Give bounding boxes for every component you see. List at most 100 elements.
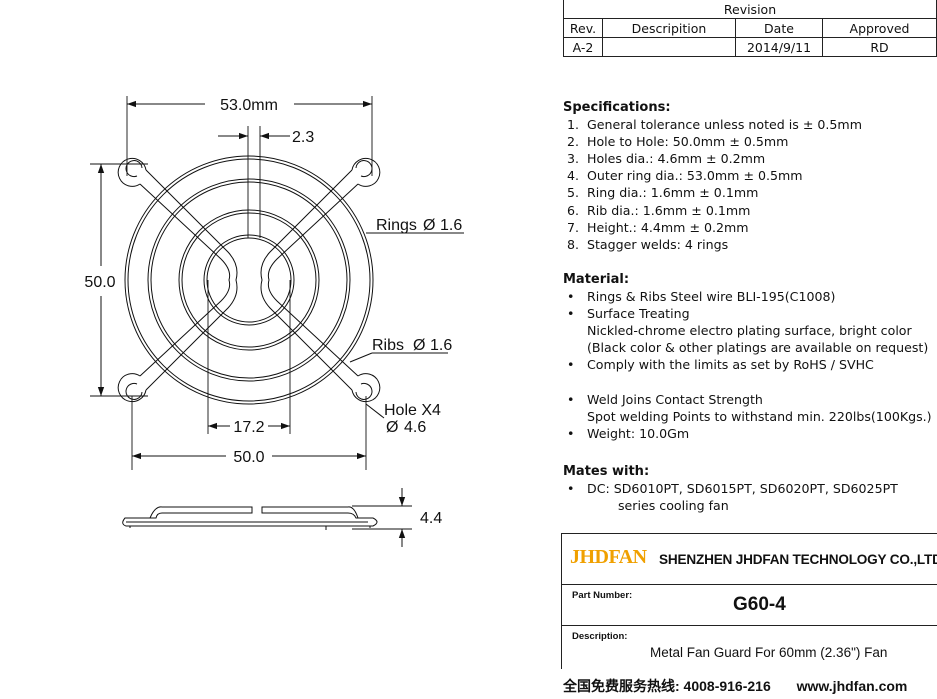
- guard-rings: [124, 155, 374, 405]
- spec-number: 3.: [567, 151, 580, 167]
- specifications-list: 1. General tolerance unless noted is ± 0.…: [563, 116, 862, 253]
- dim-center-gap: 17.2: [233, 419, 264, 436]
- spec-text: Ring dia.: 1.6mm ± 0.1mm: [587, 185, 759, 201]
- dim-hole-to-hole: 50.0: [233, 449, 264, 466]
- spec-text: Holes dia.: 4.6mm ± 0.2mm: [587, 151, 766, 167]
- bullet: •: [567, 357, 575, 373]
- material-item: • Rings & Ribs Steel wire BLI-195(C1008): [563, 288, 932, 305]
- approved-header: Approved: [822, 18, 937, 38]
- material-subtext: Spot welding Points to withstand min. 22…: [587, 408, 932, 424]
- mates-subtext: series cooling fan: [618, 498, 729, 514]
- title-block: JHDFAN SHENZHEN JHDFAN TECHNOLOGY CO.,LT…: [561, 533, 937, 669]
- dim-hole-symbol: Ø: [386, 419, 398, 436]
- mates-text: DC: SD6010PT, SD6015PT, SD6020PT, SD6025…: [587, 481, 898, 497]
- dim-ribs-label: Ribs: [372, 337, 404, 354]
- spec-number: 6.: [567, 202, 580, 218]
- footer: 全国免费服务热线: 4008-916-216 www.jhdfan.com: [563, 676, 907, 696]
- dim-rib-gap: 2.3: [292, 129, 314, 146]
- spec-item: 1. General tolerance unless noted is ± 0.…: [563, 116, 862, 133]
- company-row: JHDFAN SHENZHEN JHDFAN TECHNOLOGY CO.,LT…: [562, 534, 937, 585]
- description-value: [602, 37, 736, 57]
- dim-hole-dia: 4.6: [404, 419, 426, 436]
- dim-rings-dia: 1.6: [440, 217, 462, 234]
- dim-overall-width: 53.0mm: [220, 97, 278, 114]
- dim-rings-symbol: Ø: [423, 217, 435, 234]
- specifications-heading: Specifications:: [563, 100, 671, 115]
- spec-item: 6. Rib dia.: 1.6mm ± 0.1mm: [563, 202, 862, 219]
- spec-number: 2.: [567, 134, 580, 150]
- approved-value: RD: [822, 37, 937, 57]
- bullet: •: [567, 306, 575, 322]
- description-value: Metal Fan Guard For 60mm (2.36") Fan: [650, 645, 888, 660]
- spec-number: 4.: [567, 168, 580, 184]
- rev-header: Rev.: [563, 18, 603, 38]
- part-number-row: Part Number: G60-4: [562, 584, 937, 626]
- material-item: • Comply with the limits as set by RoHS /…: [563, 356, 932, 373]
- spec-text: Stagger welds: 4 rings: [587, 236, 729, 252]
- mates-heading: Mates with:: [563, 464, 650, 479]
- spec-item: 3. Holes dia.: 4.6mm ± 0.2mm: [563, 150, 862, 167]
- material-text: Weld Joins Contact Strength: [587, 391, 763, 407]
- material-list: •Rings & Ribs Steel wire BLI-195(C1008) …: [563, 288, 932, 442]
- guard-ribs: [139, 169, 359, 391]
- spec-item: 7. Height.: 4.4mm ± 0.2mm: [563, 219, 862, 236]
- spec-item: 5. Ring dia.: 1.6mm ± 0.1mm: [563, 184, 862, 201]
- part-number-label: Part Number:: [572, 590, 633, 601]
- spec-item: 2. Hole to Hole: 50.0mm ± 0.5mm: [563, 133, 862, 150]
- revision-title: Revision: [563, 0, 937, 19]
- spec-text: General tolerance unless noted is ± 0.5m…: [587, 117, 862, 133]
- material-subtext: (Black color & other platings are availa…: [587, 340, 929, 356]
- date-value: 2014/9/11: [735, 37, 823, 57]
- website-link[interactable]: www.jhdfan.com: [796, 678, 908, 694]
- company-name: SHENZHEN JHDFAN TECHNOLOGY CO.,LTD: [659, 552, 937, 567]
- bullet: •: [567, 289, 575, 305]
- revision-table: Revision Rev. Descripition Date Approved…: [563, 0, 937, 57]
- dim-height-hole: 50.0: [84, 274, 115, 291]
- bullet: •: [567, 391, 575, 407]
- dim-ribs-symbol: Ø: [413, 337, 425, 354]
- mates-list: • DC: SD6010PT, SD6015PT, SD6020PT, SD602…: [563, 480, 898, 514]
- side-view: [122, 506, 378, 530]
- description-header: Descripition: [602, 18, 736, 38]
- material-text: Rings & Ribs Steel wire BLI-195(C1008): [587, 289, 836, 305]
- dim-hole-label: Hole X4: [384, 402, 441, 419]
- mounting-holes: [117, 157, 381, 403]
- fan-guard-drawing: 53.0mm 2.3 Rings Ø 1.6 50.0 Ribs Ø 1.6 H…: [84, 96, 464, 547]
- extension-lines: [90, 96, 412, 530]
- spec-text: Outer ring dia.: 53.0mm ± 0.5mm: [587, 168, 803, 184]
- mates-item: • DC: SD6010PT, SD6015PT, SD6020PT, SD602…: [563, 480, 898, 514]
- spec-number: 7.: [567, 219, 580, 235]
- spec-number: 1.: [567, 117, 580, 133]
- material-text: Comply with the limits as set by RoHS / …: [587, 357, 874, 373]
- material-section: Material: • Rings & Ribs Steel wire BLI-1…: [563, 271, 932, 442]
- dim-rings-label: Rings: [376, 217, 417, 234]
- dimension-lines: [97, 100, 406, 547]
- mates-section: Mates with: • DC: SD6010PT, SD6015PT, SD6…: [563, 463, 898, 514]
- date-header: Date: [735, 18, 823, 38]
- spec-text: Rib dia.: 1.6mm ± 0.1mm: [587, 202, 751, 218]
- leader-lines: [349, 232, 464, 419]
- spec-number: 8.: [567, 236, 580, 252]
- specifications-section: Specifications: 1. General tolerance unle…: [563, 99, 862, 253]
- spec-number: 5.: [567, 185, 580, 201]
- bullet: •: [567, 425, 575, 441]
- hotline-text: 全国免费服务热线: 4008-916-216: [563, 678, 771, 694]
- company-logo: JHDFAN: [570, 546, 647, 568]
- description-label: Description:: [572, 631, 628, 642]
- material-item: • Weight: 10.0Gm: [563, 425, 932, 442]
- dim-thickness: 4.4: [420, 510, 442, 527]
- description-row: Description: Metal Fan Guard For 60mm (2…: [562, 625, 937, 669]
- dim-ribs-dia: 1.6: [430, 337, 452, 354]
- material-heading: Material:: [563, 272, 630, 287]
- part-number-value: G60-4: [733, 594, 786, 615]
- material-text: Weight: 10.0Gm: [587, 425, 690, 441]
- rev-value: A-2: [563, 37, 603, 57]
- material-text: Surface Treating: [587, 306, 690, 322]
- spec-text: Height.: 4.4mm ± 0.2mm: [587, 219, 749, 235]
- material-subtext: Nickled-chrome electro plating surface, …: [587, 323, 912, 339]
- spec-text: Hole to Hole: 50.0mm ± 0.5mm: [587, 134, 789, 150]
- bullet: •: [567, 481, 575, 497]
- spec-item: 8. Stagger welds: 4 rings: [563, 236, 862, 253]
